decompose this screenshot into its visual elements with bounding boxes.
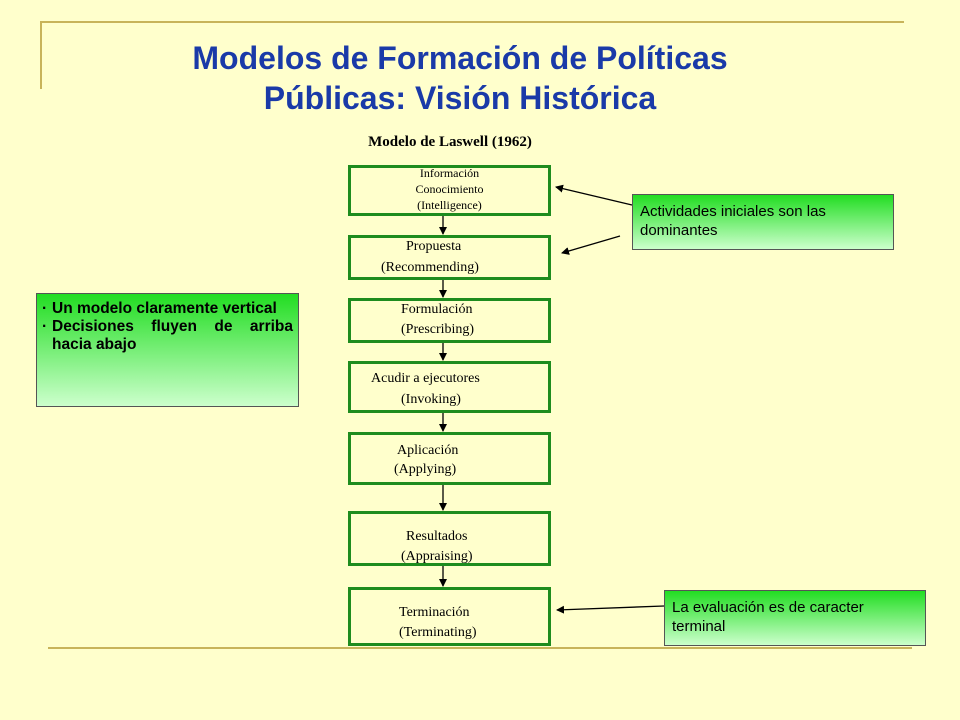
step-sublabel: (Applying)	[394, 462, 457, 477]
bullet-icon: ·	[42, 318, 48, 335]
pointer-arrow	[556, 605, 665, 614]
pointer-arrow	[561, 235, 621, 255]
step-sublabel: (Invoking)	[401, 392, 461, 407]
model-label: Modelo de Laswell (1962)	[368, 134, 532, 150]
step-label: Resultados	[406, 529, 468, 544]
step-label: Formulación	[401, 302, 473, 317]
note-text: Decisiones fluyen de arriba hacia abajo	[52, 318, 293, 353]
step-label: Conocimiento	[415, 182, 484, 196]
bullet-icon: ·	[42, 300, 48, 317]
slide-title: Modelos de Formación de Políticas Públic…	[60, 38, 860, 118]
pointer-arrow	[555, 184, 633, 206]
step-sublabel: (Intelligence)	[417, 198, 482, 212]
step-invoking: Acudir a ejecutores (Invoking)	[348, 361, 551, 413]
note-text: Un modelo claramente vertical	[52, 300, 277, 317]
step-prescribing: Formulación (Prescribing)	[348, 298, 551, 343]
bottom-rule	[48, 647, 912, 649]
note-bullet-item: · Un modelo claramente vertical	[42, 300, 293, 318]
note-initial-activities: Actividades iniciales son las dominantes	[632, 194, 894, 250]
step-terminating: Terminación (Terminating)	[348, 587, 551, 646]
step-recommending: Propuesta (Recommending)	[348, 235, 551, 280]
top-rule	[40, 21, 904, 23]
step-sublabel: (Recommending)	[381, 260, 479, 275]
step-label: Propuesta	[406, 239, 462, 254]
step-sublabel: (Appraising)	[401, 549, 473, 564]
step-label: Aplicación	[397, 443, 459, 458]
step-label: Terminación	[399, 605, 470, 620]
step-appraising: Resultados (Appraising)	[348, 511, 551, 566]
step-sublabel: (Prescribing)	[401, 322, 475, 337]
left-vertical-rule	[40, 21, 42, 89]
note-bullet-item: · Decisiones fluyen de arriba hacia abaj…	[42, 318, 293, 354]
note-terminal-evaluation: La evaluación es de caracter terminal	[664, 590, 926, 646]
note-vertical-model: · Un modelo claramente vertical · Decisi…	[36, 293, 299, 407]
step-label: Acudir a ejecutores	[371, 371, 480, 386]
title-line-2: Públicas: Visión Histórica	[263, 80, 657, 116]
title-line-1: Modelos de Formación de Políticas	[192, 40, 728, 76]
step-label: Información	[419, 166, 480, 180]
step-applying: Aplicación (Applying)	[348, 432, 551, 485]
step-intelligence: Información Conocimiento (Intelligence)	[348, 165, 551, 216]
step-sublabel: (Terminating)	[399, 625, 477, 640]
